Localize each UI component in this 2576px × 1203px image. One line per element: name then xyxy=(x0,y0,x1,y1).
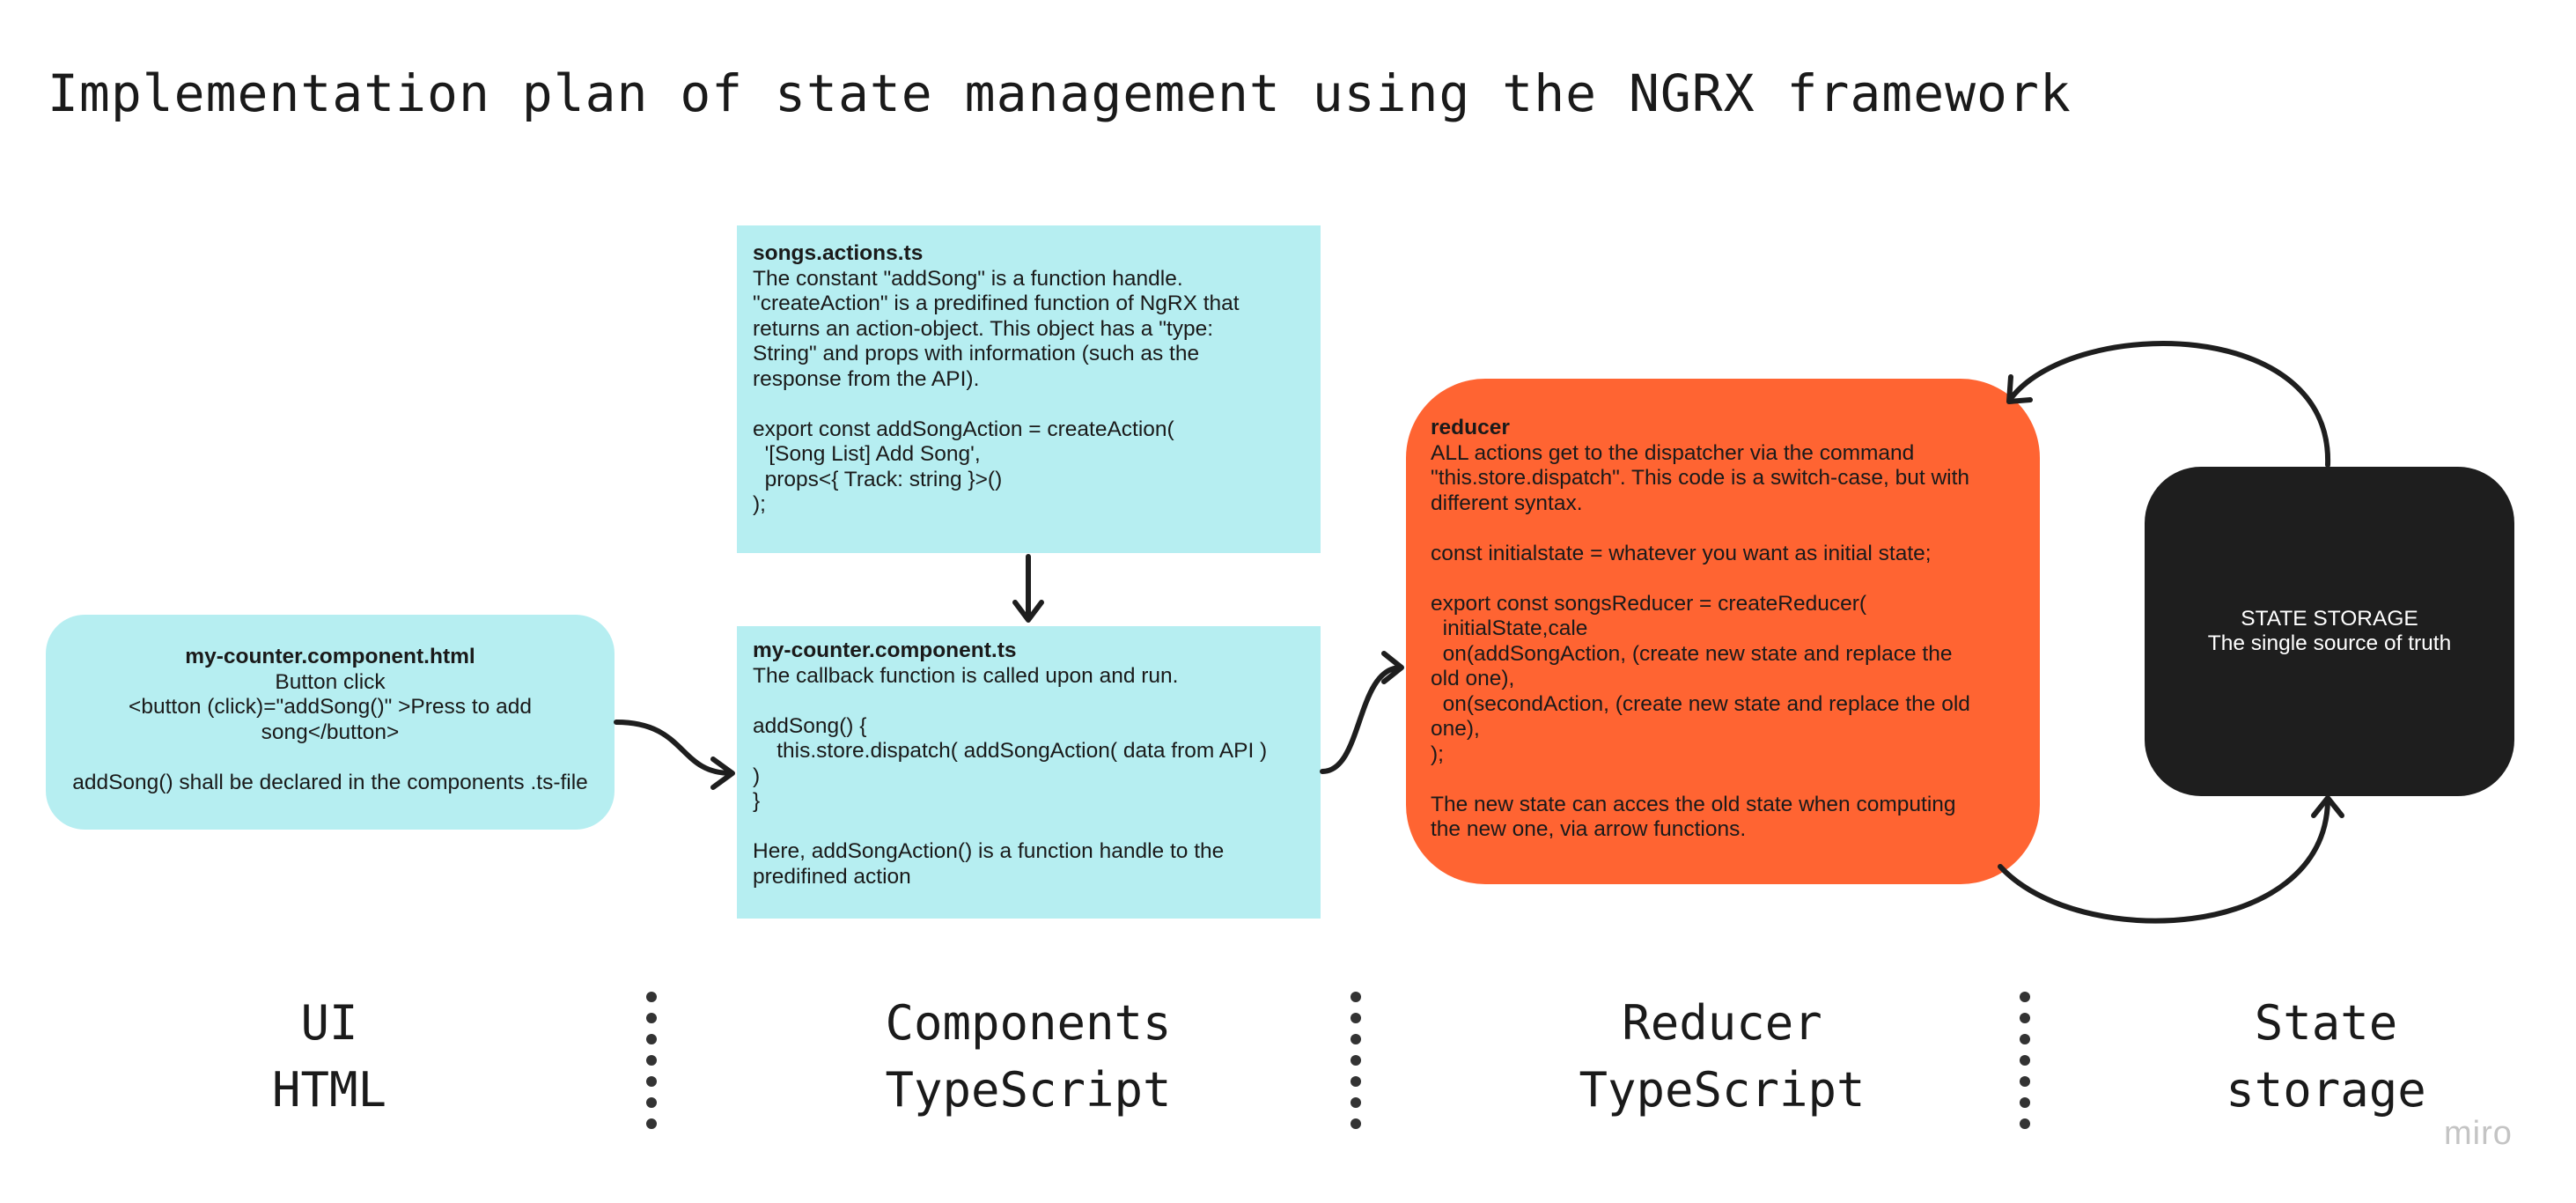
reducer-to-storage-arrowhead xyxy=(2311,795,2344,818)
component-node-line: } xyxy=(753,789,761,813)
ui-node-line: addSong() shall be declared in the compo… xyxy=(72,770,588,794)
component-node-line: Here, addSongAction() is a function hand… xyxy=(753,839,1225,863)
actions-node-line: returns an action-object. This object ha… xyxy=(753,316,1214,341)
reducer-node-line: the new one, via arrow functions. xyxy=(1431,817,1747,841)
state-storage-subtitle: The single source of truth xyxy=(2207,631,2452,655)
column-components: Components TypeScript xyxy=(808,990,1248,1124)
reducer-node-line: export const songsReducer = createReduce… xyxy=(1431,591,1867,616)
reducer-node-line: ALL actions get to the dispatcher via th… xyxy=(1431,440,1915,465)
reducer-node-line: "this.store.dispatch". This code is a sw… xyxy=(1431,466,1970,490)
column-components-title: Components xyxy=(885,995,1172,1051)
state-storage-node[interactable]: STATE STORAGE The single source of truth xyxy=(2145,467,2514,796)
ui-to-component-arrowhead xyxy=(710,756,735,790)
reducer-node[interactable]: reducer ALL actions get to the dispatche… xyxy=(1406,379,2040,884)
reducer-to-storage-arrow xyxy=(1998,799,2330,924)
component-node-line: ) xyxy=(753,764,761,788)
actions-node-line: The constant "addSong" is a function han… xyxy=(753,266,1183,291)
actions-node-line: "createAction" is a predifined function … xyxy=(753,292,1240,315)
column-components-subtitle: TypeScript xyxy=(885,1062,1172,1118)
reducer-node-line: initialState,cale xyxy=(1431,616,1588,640)
component-node-line: this.store.dispatch( addSongAction( data… xyxy=(753,739,1268,763)
actions-to-component-arrowhead xyxy=(1012,600,1044,623)
column-reducer-title: Reducer xyxy=(1622,995,1822,1051)
actions-node-heading: songs.actions.ts xyxy=(753,241,924,265)
actions-node-line: response from the API). xyxy=(753,366,980,391)
divider-1 xyxy=(646,992,657,1129)
storage-to-reducer-arrowhead xyxy=(2006,374,2033,404)
component-node[interactable]: my-counter.component.ts The callback fun… xyxy=(737,626,1321,919)
divider-3 xyxy=(2020,992,2030,1129)
reducer-node-line: on(secondAction, (create new state and r… xyxy=(1431,691,1970,716)
state-storage-label: STATE STORAGE xyxy=(2241,606,2418,631)
column-ui-title: UI xyxy=(300,995,358,1051)
column-state: State storage xyxy=(2150,990,2502,1124)
reducer-node-line: ); xyxy=(1431,742,1444,766)
reducer-node-line: one), xyxy=(1431,717,1480,741)
actions-node-line: props<{ Track: string }>() xyxy=(753,467,1003,491)
actions-node-line: export const addSongAction = createActio… xyxy=(753,417,1174,441)
ui-node-line: <button (click)="addSong()" >Press to ad… xyxy=(129,695,532,719)
column-state-subtitle: storage xyxy=(2226,1062,2426,1118)
divider-2 xyxy=(1351,992,1361,1129)
ui-html-node[interactable]: my-counter.component.html Button click <… xyxy=(46,615,615,830)
column-ui: UI HTML xyxy=(153,990,505,1124)
column-ui-subtitle: HTML xyxy=(271,1062,387,1118)
ui-node-line: Button click xyxy=(275,669,386,694)
component-to-reducer-arrowhead xyxy=(1381,651,1404,684)
reducer-node-heading: reducer xyxy=(1431,416,1510,439)
storage-to-reducer-arrow xyxy=(2010,341,2331,468)
ui-to-component-arrow xyxy=(614,720,733,776)
column-state-title: State xyxy=(2254,995,2398,1051)
component-node-line: The callback function is called upon and… xyxy=(753,663,1179,688)
actions-node-line: '[Song List] Add Song', xyxy=(753,442,981,466)
ui-node-line: song</button> xyxy=(261,720,400,744)
component-to-reducer-arrow xyxy=(1320,665,1402,774)
component-node-line: predifined action xyxy=(753,864,911,889)
component-node-heading: my-counter.component.ts xyxy=(753,638,1017,662)
reducer-node-line: The new state can acces the old state wh… xyxy=(1431,792,1956,816)
column-reducer-subtitle: TypeScript xyxy=(1579,1062,1866,1118)
miro-watermark: miro xyxy=(2444,1115,2513,1152)
actions-node-line: String" and props with information (such… xyxy=(753,342,1200,365)
diagram-title: Implementation plan of state management … xyxy=(48,63,2072,123)
component-node-line: addSong() { xyxy=(753,713,867,738)
reducer-node-line: old one), xyxy=(1431,667,1515,690)
reducer-node-line: const initialstate = whatever you want a… xyxy=(1431,541,1932,565)
reducer-node-line: different syntax. xyxy=(1431,491,1583,515)
ui-node-heading: my-counter.component.html xyxy=(185,645,475,668)
column-reducer: Reducer TypeScript xyxy=(1502,990,1942,1124)
actions-node-line: ); xyxy=(753,492,766,516)
actions-node[interactable]: songs.actions.ts The constant "addSong" … xyxy=(737,225,1321,553)
reducer-node-line: on(addSongAction, (create new state and … xyxy=(1431,641,1953,666)
